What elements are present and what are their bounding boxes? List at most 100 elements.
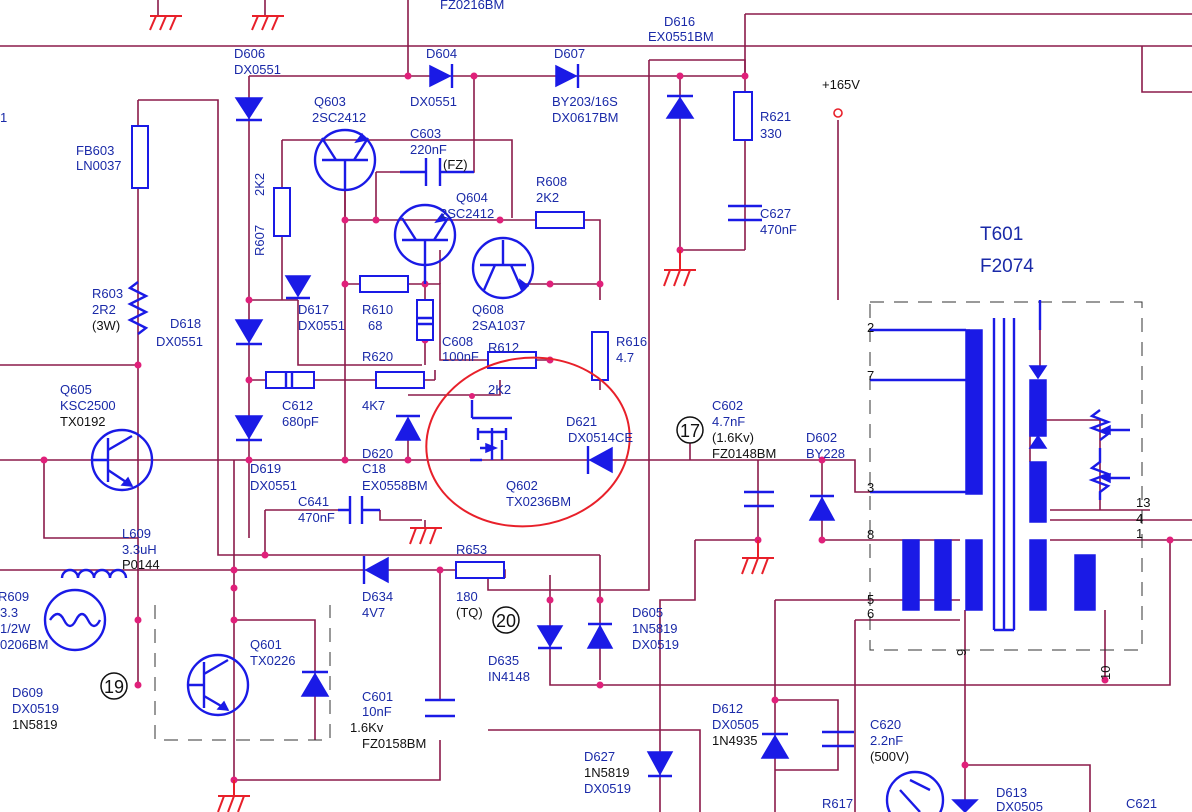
q604-transistor: [393, 203, 457, 284]
d602-value: BY228: [806, 446, 845, 461]
c603-ref: C603: [410, 126, 441, 141]
d617-diode: [284, 275, 312, 300]
l609-ref: L609: [122, 526, 151, 541]
d616-part: EX0551BM: [648, 29, 714, 44]
d609-ref: D609: [12, 685, 43, 700]
c620-note: (500V): [870, 749, 909, 764]
r620-body: [375, 371, 425, 389]
test-point-17: 17: [680, 421, 700, 441]
c620-value: 2.2nF: [870, 733, 903, 748]
fz0216bm-label: FZ0216BM: [440, 0, 504, 12]
r653-note: (TQ): [456, 605, 483, 620]
pin-5: 5: [867, 592, 874, 607]
d605-part: DX0519: [632, 637, 679, 652]
d606-part: DX0551: [234, 62, 281, 77]
c18-part: EX0558BM: [362, 478, 428, 493]
l609-value: 3.3uH: [122, 542, 157, 557]
r621-value: 330: [760, 126, 782, 141]
d607-diode: [555, 64, 580, 88]
supply-label: +165V: [822, 77, 860, 92]
d605-diode: [586, 622, 614, 649]
resistors: [127, 91, 753, 579]
r603-value: 2R2: [92, 302, 116, 317]
d618-diode: [234, 319, 264, 346]
c603-value: 220nF: [410, 142, 447, 157]
d612-value: 1N4935: [712, 733, 758, 748]
d621-diode: [586, 446, 613, 474]
r616-value: 4.7: [616, 350, 634, 365]
c620-ref: C620: [870, 717, 901, 732]
q603-ref: Q603: [314, 94, 346, 109]
t601-ref: T601: [980, 224, 1023, 245]
l609-inductor: [60, 568, 128, 579]
r653-ref: R653: [456, 542, 487, 557]
d609-value: 1N5819: [12, 717, 58, 732]
c601-value: 10nF: [362, 704, 392, 719]
r608-body: [535, 211, 585, 229]
c627-ref: C627: [760, 206, 791, 221]
d609-diode: [300, 670, 330, 697]
d627-diode: [646, 751, 674, 778]
pin-7: 7: [867, 368, 874, 383]
r610-value: 68: [368, 318, 382, 333]
r603-ref: R603: [92, 286, 123, 301]
d616-ref: D616: [664, 14, 695, 29]
r603-zigzag: [127, 281, 149, 335]
d617-part: DX0551: [298, 318, 345, 333]
q605-value: KSC2500: [60, 398, 116, 413]
d634-diode: [362, 556, 389, 584]
d634-value: 4V7: [362, 605, 385, 620]
r609-part: 0206BM: [0, 637, 48, 652]
d619-diode: [234, 415, 264, 442]
r610-body: [359, 275, 409, 293]
q602-mosfet: [469, 393, 512, 462]
r617-transistor: [885, 770, 945, 812]
pin-3: 3: [867, 480, 874, 495]
d635-ref: D635: [488, 653, 519, 668]
transistors: [90, 128, 945, 812]
r653-body: [455, 561, 505, 579]
q604-part: 2SC2412: [440, 206, 494, 221]
r617-ref: R617: [822, 796, 853, 811]
d618-part: DX0551: [156, 334, 203, 349]
left-edge-label: 1: [0, 110, 7, 125]
d606-ref: D606: [234, 46, 265, 61]
q608-ref: Q608: [472, 302, 504, 317]
d620-diode: [394, 414, 422, 441]
r603-note: (3W): [92, 318, 120, 333]
highlight-ellipse: [425, 356, 631, 528]
c608-cap: [416, 299, 434, 341]
pin-8: 8: [867, 527, 874, 542]
t601-primary-winding: [965, 329, 983, 495]
c608-value: 100nF: [442, 349, 479, 364]
c601-ref: C601: [362, 689, 393, 704]
dashed-outlines: [154, 301, 1143, 741]
d602-ref: D602: [806, 430, 837, 445]
d607-ref: D607: [554, 46, 585, 61]
r609-ref: R609: [0, 589, 29, 604]
d620-ref: D620: [362, 446, 393, 461]
q608-transistor: [471, 236, 535, 300]
r616-ref: R616: [616, 334, 647, 349]
q608-part: 2SA1037: [472, 318, 526, 333]
c627-value: 470nF: [760, 222, 797, 237]
r608-ref: R608: [536, 174, 567, 189]
d604-diode: [429, 64, 454, 88]
r612-value: 2K2: [488, 382, 511, 397]
q603-transistor: [313, 128, 377, 192]
c612-cap: [265, 371, 315, 389]
d607-part: DX0617BM: [552, 110, 618, 125]
d607-value: BY203/16S: [552, 94, 618, 109]
c602-ref: C602: [712, 398, 743, 413]
q601-part: TX0226: [250, 653, 296, 668]
r621-ref: R621: [760, 109, 791, 124]
r609-value: 3.3: [0, 605, 18, 620]
d606-diode: [234, 97, 264, 122]
test-point-19: 19: [104, 677, 124, 697]
r609-note: 1/2W: [0, 621, 31, 636]
c601-note: 1.6Kv: [350, 720, 384, 735]
c621-ref: C621: [1126, 796, 1157, 811]
d604-ref: D604: [426, 46, 457, 61]
pin-13: 13: [1136, 495, 1150, 510]
